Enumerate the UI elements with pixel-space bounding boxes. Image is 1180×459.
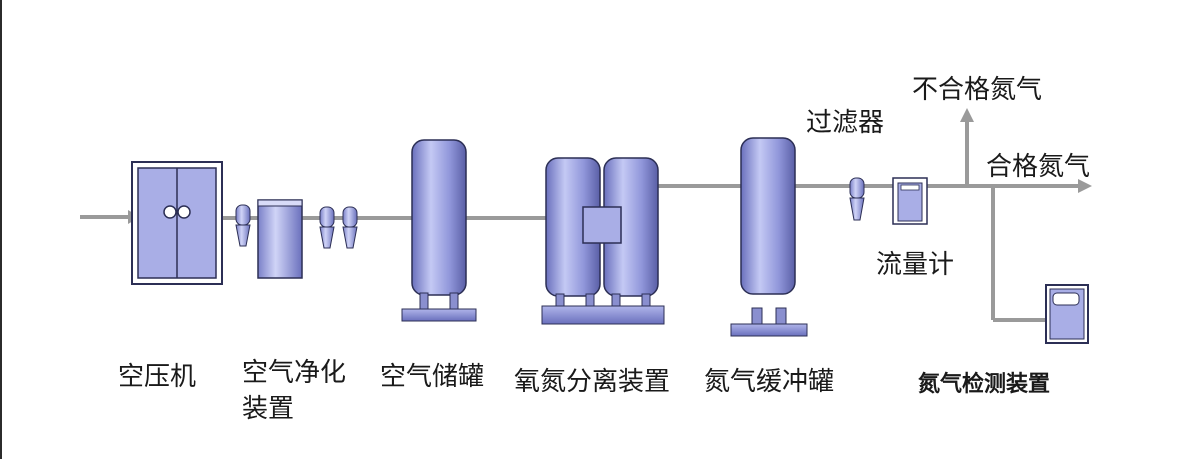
label-air-purifier-line2: 装置	[242, 394, 295, 424]
label-nitrogen-buffer: 氮气缓冲罐	[704, 367, 835, 397]
unqualified-arrow	[960, 108, 974, 122]
label-nitrogen-detector: 氮气检测装置	[918, 372, 1051, 397]
label-unqualified-nitrogen: 不合格氮气	[912, 75, 1043, 105]
label-qualified-nitrogen: 合格氮气	[986, 152, 1091, 182]
oxygen-nitrogen-separator	[541, 157, 665, 325]
label-air-purifier-line1: 空气净化	[242, 358, 347, 388]
label-flowmeter: 流量计	[876, 250, 955, 280]
nitrogen-detector-device	[1045, 284, 1089, 344]
label-compressor: 空压机	[118, 362, 197, 392]
outlet-arrow	[1078, 179, 1092, 193]
compressor-cabinet	[131, 161, 223, 285]
pre-filter-3	[342, 206, 358, 249]
label-filter: 过滤器	[806, 108, 885, 138]
label-separator: 氧氮分离装置	[514, 367, 671, 397]
air-storage-tank	[401, 139, 477, 322]
label-air-purifier: 空气净化 装置	[242, 355, 362, 427]
filter-device	[849, 177, 865, 221]
pre-filter-2	[319, 206, 335, 249]
flowmeter-device	[892, 177, 928, 225]
pre-filter-1	[235, 204, 251, 247]
nitrogen-buffer-tank	[730, 137, 808, 337]
air-purifier-unit	[257, 199, 303, 279]
label-air-tank: 空气储罐	[380, 362, 485, 392]
